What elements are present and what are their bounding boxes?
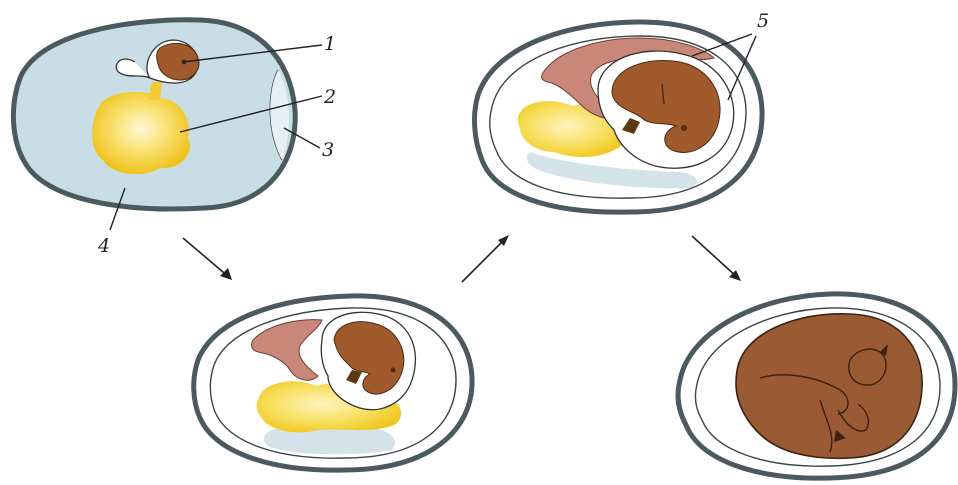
label-4: 4 — [97, 235, 110, 257]
label-1: 1 — [324, 33, 336, 55]
egg-stage-2 — [194, 296, 472, 470]
egg-stage-4 — [678, 294, 955, 478]
label-3: 3 — [322, 139, 334, 161]
arrow-3-to-4 — [692, 236, 741, 281]
egg-stage-3 — [475, 22, 763, 212]
arrow-2-to-3 — [462, 235, 509, 282]
egg-stage-1-yolk — [92, 92, 190, 174]
stage-arrows — [183, 235, 741, 282]
egg-stage-4-chick — [736, 314, 922, 458]
egg-stage-1 — [13, 20, 295, 209]
label-2: 2 — [323, 86, 336, 108]
label-5: 5 — [757, 10, 769, 32]
egg-stage-3-embryo-eye — [681, 125, 687, 131]
egg-stage-2-embryo-eye — [391, 368, 396, 373]
arrow-1-to-2 — [183, 238, 232, 280]
